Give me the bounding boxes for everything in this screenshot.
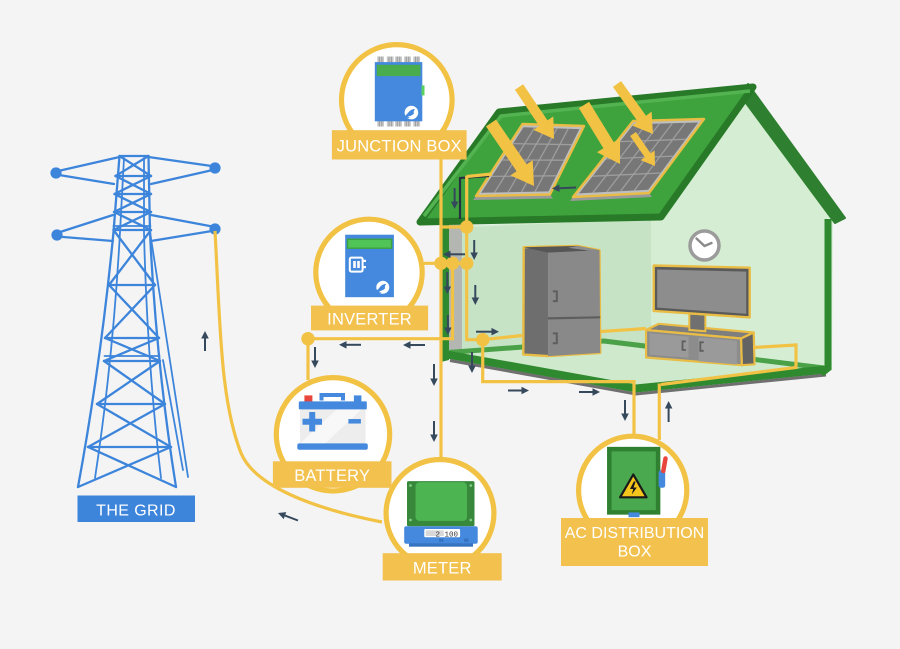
svg-text:INVERTER: INVERTER: [327, 311, 412, 329]
svg-text:AC DISTRIBUTION: AC DISTRIBUTION: [565, 525, 705, 542]
svg-text:BATTERY: BATTERY: [294, 467, 370, 485]
svg-text:JUNCTION BOX: JUNCTION BOX: [337, 137, 462, 155]
svg-text:BOX: BOX: [618, 544, 652, 561]
svg-text:METER: METER: [413, 560, 472, 578]
svg-text:2 100: 2 100: [435, 531, 458, 539]
svg-text:THE GRID: THE GRID: [96, 503, 176, 520]
